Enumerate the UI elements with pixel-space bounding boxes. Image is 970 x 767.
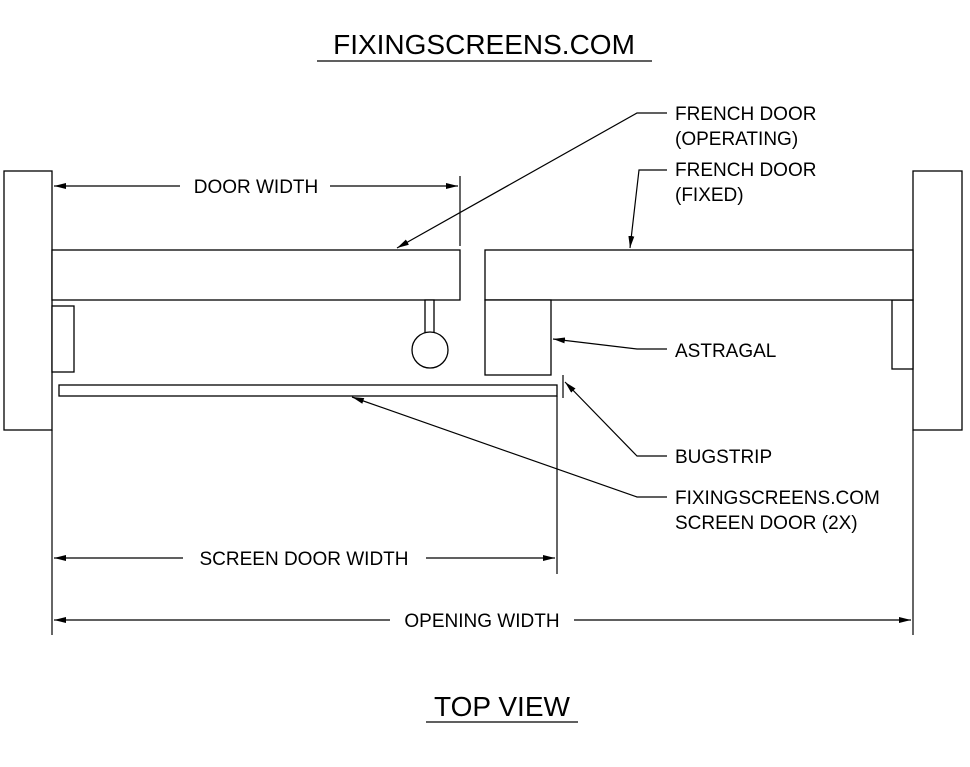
leader-astragal	[552, 337, 667, 350]
astragal-label: ASTRAGAL	[675, 341, 776, 362]
french-door-fixed	[484, 249, 914, 301]
screen-door	[58, 384, 558, 397]
drawing-title: FIXINGSCREENS.COM	[333, 29, 635, 60]
door-width-label: DOOR WIDTH	[194, 177, 319, 198]
view-title: TOP VIEW	[434, 691, 570, 722]
astragal	[484, 299, 552, 376]
left-jamb-stop	[51, 305, 75, 373]
french-door-operating-label-line1: FRENCH DOOR	[675, 104, 816, 125]
right-wall-jamb	[912, 170, 963, 431]
leader-screen-door	[351, 396, 667, 498]
screen-door-label-line1: FIXINGSCREENS.COM	[675, 488, 880, 509]
bugstrip-label: BUGSTRIP	[675, 447, 772, 468]
french-door-operating-label-line2: (OPERATING)	[675, 129, 798, 150]
left-wall-jamb	[3, 170, 53, 431]
opening-width-label: OPENING WIDTH	[404, 611, 559, 632]
door-handle-stem	[424, 299, 435, 335]
leader-bugstrip	[564, 381, 667, 457]
french-door-fixed-label-line2: (FIXED)	[675, 185, 744, 206]
screen-door-width-label: SCREEN DOOR WIDTH	[200, 549, 409, 570]
leader-french-door-fixed	[628, 169, 667, 249]
right-jamb-stop	[891, 299, 914, 370]
screen-door-label-line2: SCREEN DOOR (2X)	[675, 513, 858, 534]
leader-french-door-operating	[396, 112, 667, 249]
french-door-operating	[51, 249, 461, 301]
door-handle-knob	[411, 331, 449, 369]
french-door-fixed-label-line1: FRENCH DOOR	[675, 160, 816, 181]
